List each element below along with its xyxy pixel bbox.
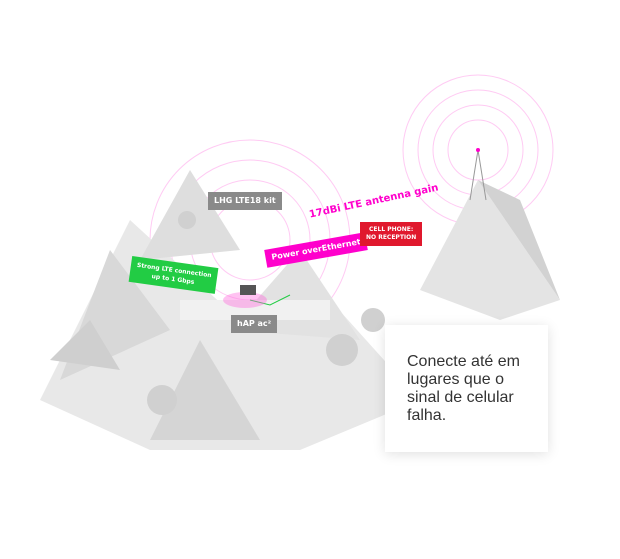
tree-icons	[147, 211, 385, 415]
hap-label: hAP ac²	[231, 315, 278, 333]
phone-label: CELL PHONE: NO RECEPTION	[360, 222, 423, 246]
router-glow	[223, 292, 267, 308]
card-text: Conecte até em lugares que o sinal de ce…	[407, 353, 520, 424]
ethernet-cable	[249, 294, 291, 306]
kit-label: LHG LTE18 kit	[208, 192, 282, 210]
tower-icon	[469, 148, 487, 201]
phone-label-line1: CELL PHONE:	[369, 226, 414, 233]
info-card: Conecte até em lugares que o sinal de ce…	[385, 325, 548, 452]
phone-label-line2: NO RECEPTION	[366, 234, 417, 241]
router-icon	[240, 285, 256, 295]
